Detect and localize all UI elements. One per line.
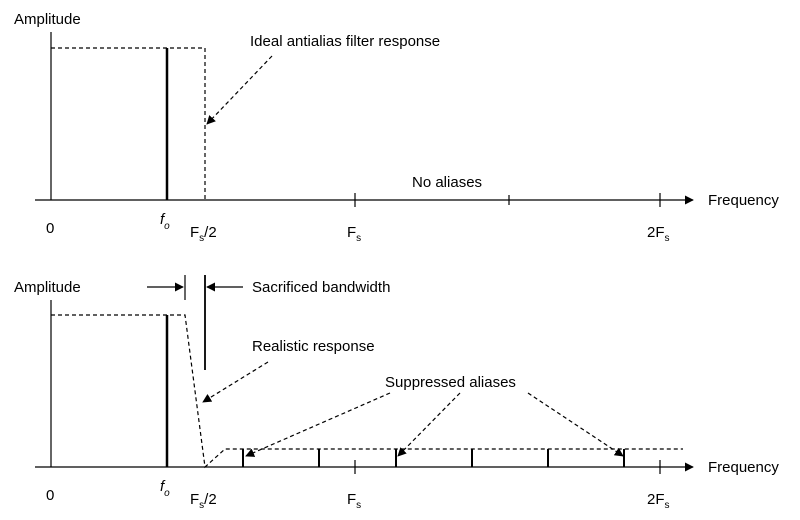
top-ideal-filter-arrow (206, 55, 273, 125)
suppressed-aliases-label: Suppressed aliases (385, 374, 516, 391)
top-panel: Amplitude Frequency 0 fo Fs/2 Fs 2Fs Ide… (14, 11, 779, 244)
top-tick-label-2fs: 2Fs (647, 224, 670, 244)
bottom-frequency-label: Frequency (708, 459, 779, 476)
top-amplitude-label: Amplitude (14, 11, 81, 28)
bottom-amplitude-label: Amplitude (14, 279, 81, 296)
bottom-tick-label-fs: Fs (347, 491, 361, 511)
bottom-tick-label-2fs: 2Fs (647, 491, 670, 511)
top-ideal-filter-response (51, 47, 206, 200)
top-tick-label-fs: Fs (347, 224, 361, 244)
bottom-tick-label-fs2: Fs/2 (190, 491, 217, 511)
bottom-panel: Amplitude Frequency Sacrificed bandwidth… (14, 275, 779, 511)
top-tick-label-0: 0 (46, 220, 54, 237)
top-frequency-label: Frequency (708, 192, 779, 209)
top-no-aliases-label: No aliases (412, 174, 482, 191)
suppressed-aliases-arrow-3 (527, 392, 624, 457)
top-tick-label-fs2: Fs/2 (190, 224, 217, 244)
realistic-response-arrow (202, 361, 269, 403)
sacrificed-bandwidth-label: Sacrificed bandwidth (252, 279, 390, 296)
realistic-response-label: Realistic response (252, 338, 375, 355)
bottom-tick-label-fo: fo (160, 478, 170, 499)
bottom-realistic-filter-response (51, 314, 683, 469)
suppressed-aliases-arrow-1 (245, 392, 391, 457)
top-ideal-filter-callout: Ideal antialias filter response (250, 33, 440, 50)
bottom-tick-label-0: 0 (46, 487, 54, 504)
top-tick-label-fo: fo (160, 211, 170, 232)
suppressed-aliases-arrow-2 (397, 392, 461, 457)
